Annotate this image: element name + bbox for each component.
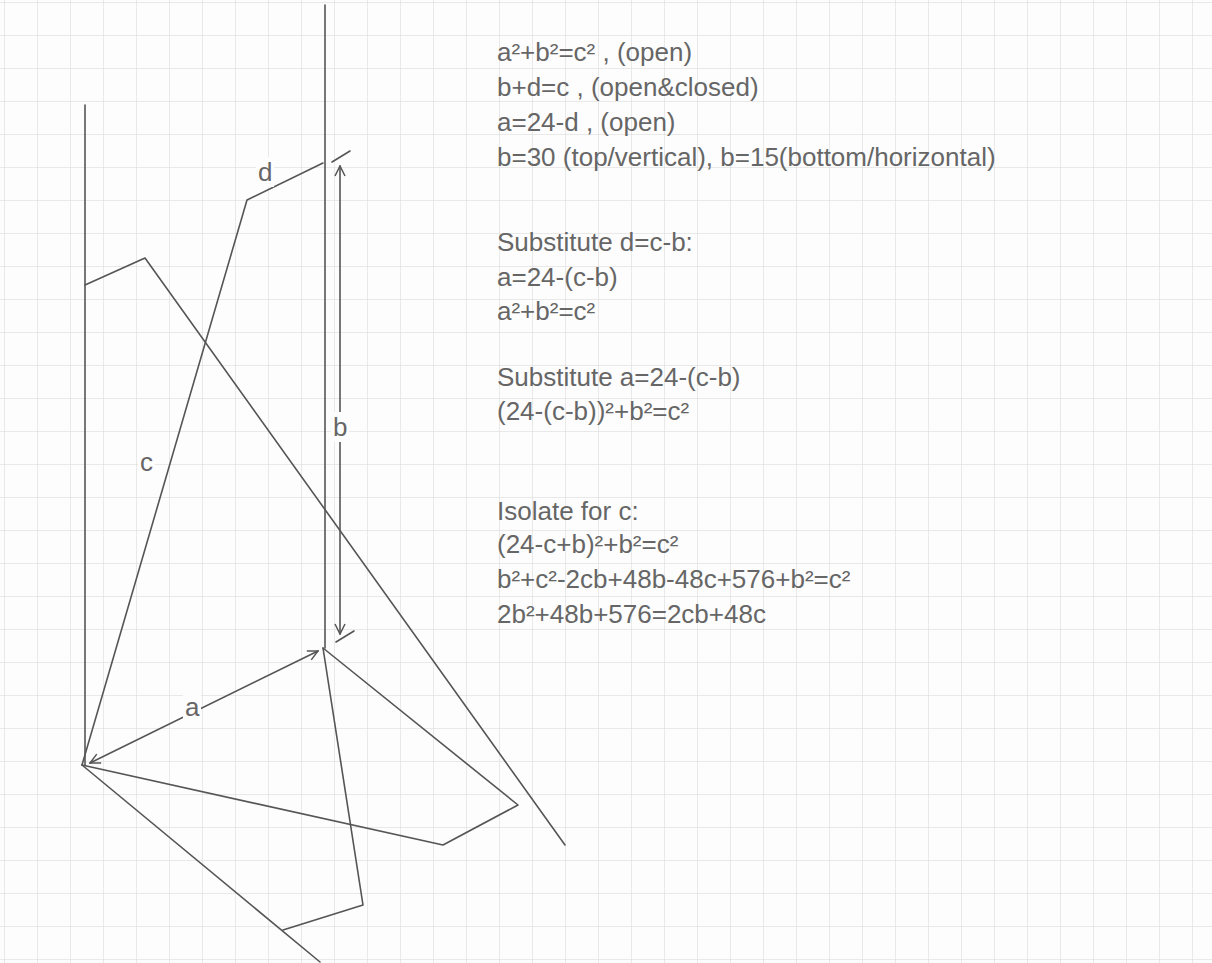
equation-note: b²+c²-2cb+48b-48c+576+b²=c² [497,565,850,594]
folded-linkage [283,648,363,930]
equation-note: Substitute d=c-b: [497,228,693,257]
handwritten-text: Isolate for c: [497,496,639,526]
bottom-linkage [82,765,320,962]
tick-mark [332,151,350,162]
equation-note: a²+b²=c² , (open) [497,38,692,67]
left-wall [84,105,86,765]
handwritten-text: Substitute a=24-(c-b) [497,362,741,392]
dimension-label: c [138,448,155,477]
handwritten-text: a [183,692,201,722]
open-linkage [82,163,323,765]
handwritten-text: a²+b²=c² , (open) [497,37,692,67]
handwritten-text: b [331,412,349,442]
equation-note: a=24-(c-b) [497,263,618,292]
dimension-arrow [90,651,318,763]
handwritten-text: c [138,447,155,477]
equation-note: Substitute a=24-(c-b) [497,363,741,392]
lower-linkage [82,648,518,845]
right-wall [324,5,326,648]
equation-note: b=30 (top/vertical), b=15(bottom/horizon… [497,143,996,172]
dimension-label: b [331,413,349,442]
dimension-arrow [339,166,341,634]
equation-note: a²+b²=c² [497,297,595,326]
dimension-label: d [256,158,274,187]
tick-mark [336,631,354,642]
handwritten-text: b=30 (top/vertical), b=15(bottom/horizon… [497,142,996,172]
equation-note: Isolate for c: [497,497,639,526]
handwritten-text: a²+b²=c² [497,296,595,326]
equation-note: b+d=c , (open&closed) [497,73,759,102]
crossing-linkage [85,258,565,845]
handwritten-text: b²+c²-2cb+48b-48c+576+b²=c² [497,564,850,594]
equation-note: a=24-d , (open) [497,108,676,137]
handwritten-text: d [256,157,274,187]
handwritten-text: 2b²+48b+576=2cb+48c [497,599,766,629]
handwritten-text: (24-(c-b))²+b²=c² [497,396,689,426]
equation-note: (24-c+b)²+b²=c² [497,530,678,559]
equation-note: (24-(c-b))²+b²=c² [497,397,689,426]
handwritten-text: a=24-d , (open) [497,107,676,137]
handwritten-text: Substitute d=c-b: [497,227,693,257]
handwritten-text: (24-c+b)²+b²=c² [497,529,678,559]
dimension-label: a [183,693,201,722]
equation-note: 2b²+48b+576=2cb+48c [497,600,766,629]
handwritten-text: b+d=c , (open&closed) [497,72,759,102]
handwritten-text: a=24-(c-b) [497,262,618,292]
